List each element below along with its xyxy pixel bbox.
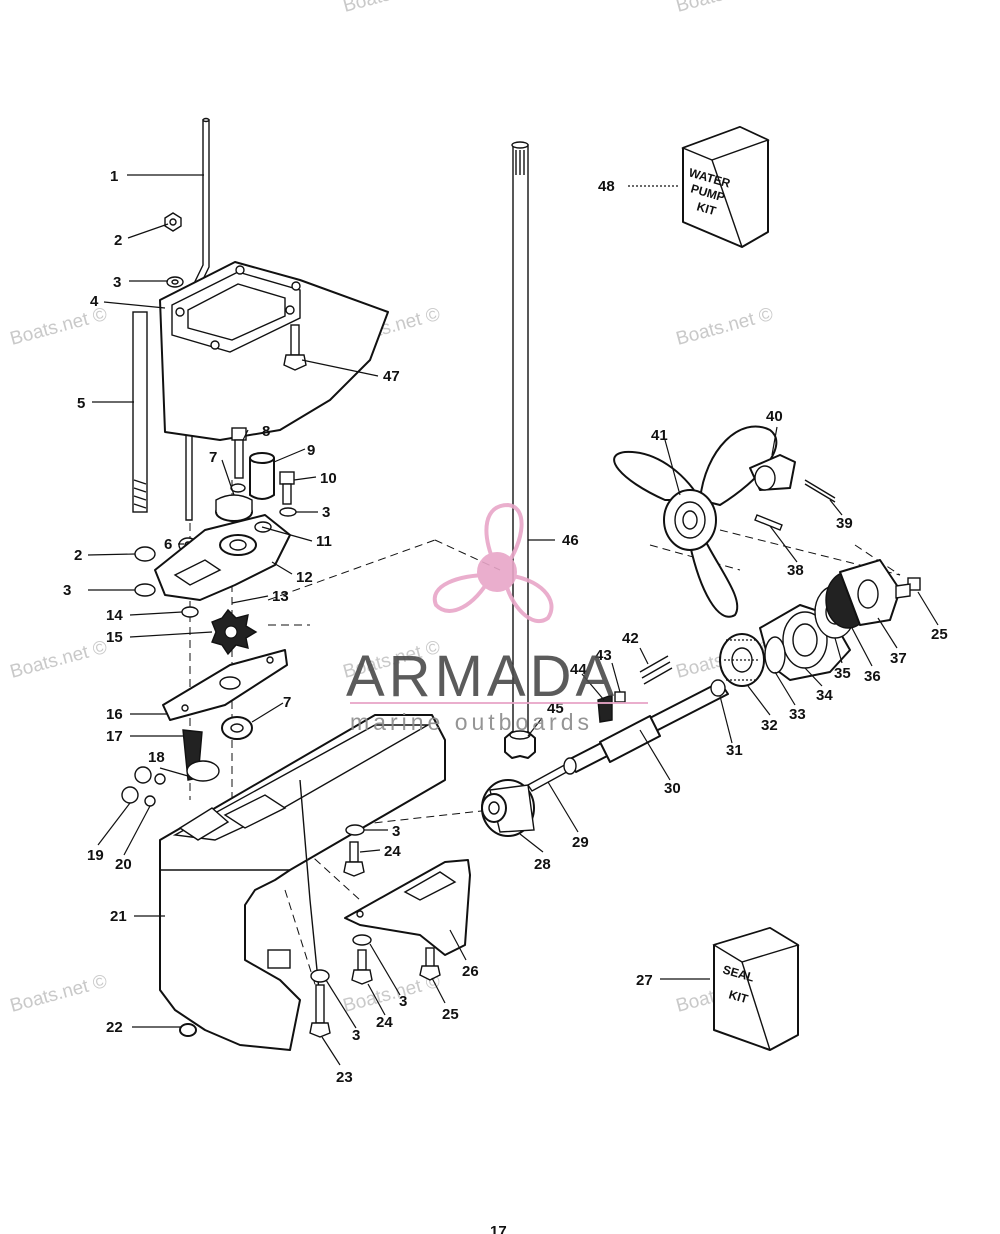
reverse-gear bbox=[719, 633, 765, 687]
callout-29: 29 bbox=[572, 834, 589, 851]
callout-5: 5 bbox=[77, 395, 85, 412]
callout-31: 31 bbox=[726, 742, 743, 759]
shifter-parts bbox=[597, 655, 673, 723]
propeller-logo-icon bbox=[432, 502, 554, 623]
watermark-text: Boats.net © bbox=[8, 971, 110, 1017]
callout-3-b: 3 bbox=[322, 504, 330, 521]
watermark-text: Boats.net © bbox=[8, 637, 110, 683]
brand-tagline: marine outboards bbox=[350, 709, 593, 735]
callout-4: 4 bbox=[90, 293, 99, 310]
callout-6: 6 bbox=[164, 536, 172, 553]
washers bbox=[814, 559, 901, 639]
callout-25-b: 25 bbox=[931, 626, 948, 643]
pinion-gear bbox=[504, 730, 536, 759]
callout-14: 14 bbox=[106, 607, 123, 624]
callout-19: 19 bbox=[87, 847, 104, 864]
gearcase-housing bbox=[159, 714, 446, 1051]
callout-1: 1 bbox=[110, 168, 118, 185]
callout-36: 36 bbox=[864, 668, 881, 685]
callout-22: 22 bbox=[106, 1019, 123, 1036]
callout-15: 15 bbox=[106, 629, 123, 646]
bearing-housing bbox=[154, 494, 291, 601]
propeller bbox=[613, 425, 778, 618]
callout-2-b: 2 bbox=[74, 547, 82, 564]
callout-40: 40 bbox=[766, 408, 783, 425]
page-number: 17 bbox=[490, 1223, 507, 1234]
bolts-lower bbox=[309, 824, 441, 1038]
pump-plate bbox=[162, 649, 288, 721]
nuts-19-20 bbox=[121, 766, 166, 807]
callout-41: 41 bbox=[651, 427, 668, 444]
callout-47: 47 bbox=[383, 368, 400, 385]
callout-45: 45 bbox=[547, 700, 564, 717]
prop-nut-pins bbox=[749, 454, 836, 531]
seal-kit-box: SEAL KIT bbox=[712, 927, 800, 1051]
callout-34: 34 bbox=[816, 687, 833, 704]
callout-24-b: 24 bbox=[376, 1014, 393, 1031]
callout-3-f: 3 bbox=[399, 993, 407, 1010]
callout-3-e: 3 bbox=[352, 1027, 360, 1044]
callout-labels: 1 2 3 4 5 47 8 9 7 10 3 6 11 2 12 3 13 1… bbox=[63, 168, 948, 1086]
callout-9: 9 bbox=[307, 442, 315, 459]
exhaust-housing bbox=[159, 261, 389, 441]
callout-3-d: 3 bbox=[392, 823, 400, 840]
callout-33: 33 bbox=[789, 706, 806, 723]
callout-46: 46 bbox=[562, 532, 579, 549]
small-parts-17-18 bbox=[182, 729, 220, 782]
callout-8: 8 bbox=[262, 423, 270, 440]
watermark-text: Boats.net © bbox=[8, 304, 110, 350]
bolts-upper bbox=[230, 324, 307, 517]
forward-gear bbox=[481, 779, 535, 837]
callout-42: 42 bbox=[622, 630, 639, 647]
callout-26: 26 bbox=[462, 963, 479, 980]
callout-44: 44 bbox=[570, 661, 587, 678]
callout-12: 12 bbox=[296, 569, 313, 586]
callout-32: 32 bbox=[761, 717, 778, 734]
propeller-shaft bbox=[563, 679, 729, 775]
callout-43: 43 bbox=[595, 647, 612, 664]
impeller bbox=[211, 608, 258, 656]
watermark-text: Boats.net © bbox=[341, 0, 443, 17]
callout-3-c: 3 bbox=[63, 582, 71, 599]
callout-28: 28 bbox=[534, 856, 551, 873]
callout-10: 10 bbox=[320, 470, 337, 487]
callout-20: 20 bbox=[115, 856, 132, 873]
callout-7-lower: 7 bbox=[283, 694, 291, 711]
callout-30: 30 bbox=[664, 780, 681, 797]
callout-23: 23 bbox=[336, 1069, 353, 1086]
callout-24: 24 bbox=[384, 843, 401, 860]
water-pump-kit-box: WATER PUMP KIT bbox=[681, 126, 770, 248]
callout-3: 3 bbox=[113, 274, 121, 291]
callout-37: 37 bbox=[890, 650, 907, 667]
callout-7-upper: 7 bbox=[209, 449, 217, 466]
callout-25: 25 bbox=[442, 1006, 459, 1023]
watermark-text: Boats.net © bbox=[674, 304, 776, 350]
callout-38: 38 bbox=[787, 562, 804, 579]
callout-2: 2 bbox=[114, 232, 122, 249]
screw-right bbox=[895, 577, 921, 599]
water-pump-kit-line-3: KIT bbox=[695, 199, 718, 218]
brand-name: ARMADA bbox=[346, 644, 618, 709]
callout-35: 35 bbox=[834, 665, 851, 682]
leader-lines bbox=[87, 174, 939, 1066]
skeg-cover bbox=[344, 859, 471, 956]
stud bbox=[132, 311, 148, 513]
callout-13: 13 bbox=[272, 588, 289, 605]
sleeve bbox=[249, 452, 275, 500]
callout-17: 17 bbox=[106, 728, 123, 745]
watermark-text: Boats.net © bbox=[674, 0, 776, 17]
seal-kit-line-2: KIT bbox=[727, 987, 750, 1006]
callout-18: 18 bbox=[148, 749, 165, 766]
seal-lower bbox=[221, 716, 253, 740]
callout-48: 48 bbox=[598, 178, 615, 195]
armada-logo: ARMADA marine outboards bbox=[346, 502, 648, 735]
callout-27: 27 bbox=[636, 972, 653, 989]
callout-16: 16 bbox=[106, 706, 123, 723]
callout-21: 21 bbox=[110, 908, 127, 925]
callout-39: 39 bbox=[836, 515, 853, 532]
callout-11: 11 bbox=[316, 533, 332, 550]
